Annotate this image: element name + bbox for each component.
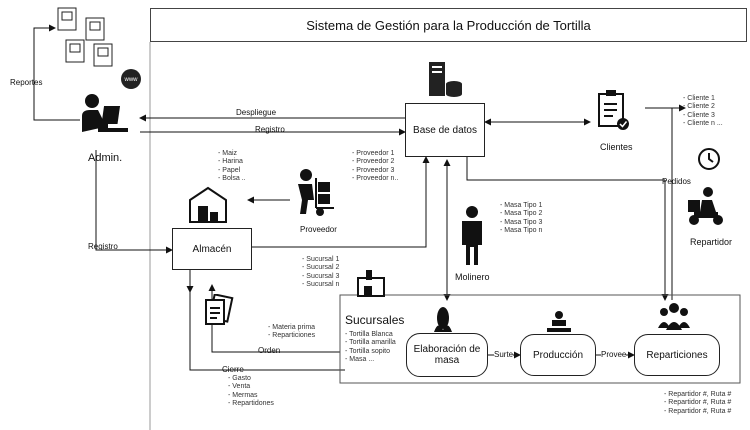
edge-label-registro-left: Registro (88, 242, 118, 251)
list-item: - Cliente n ... (683, 120, 723, 128)
node-reparticiones: Reparticiones (634, 334, 720, 376)
people-group-icon (658, 302, 690, 332)
corn-icon (432, 304, 454, 334)
list-item: - Tortilla sopito (345, 347, 391, 355)
node-clientes-label: Clientes (600, 142, 633, 152)
list-item: - Sucursal 1 (302, 256, 340, 263)
masas-list: - Masa Tipo 1 - Masa Tipo 2 - Masa Tipo … (500, 202, 542, 236)
node-elaboracion-label-2: masa (434, 355, 460, 366)
edge-label-pedidos: Pedidos (662, 177, 691, 186)
node-repartidor-label: Repartidor (690, 237, 733, 247)
list-item: - Proveedor n.. (352, 175, 399, 183)
diagram-title: Sistema de Gestión para la Producción de… (306, 17, 591, 33)
list-item: - Venta (228, 383, 251, 391)
list-item: - Repartidones (228, 400, 274, 408)
list-item: - Sucursal n (302, 281, 340, 289)
database-server-icon (427, 60, 463, 100)
node-proveedor-label: Proveedor (300, 225, 337, 234)
list-item: - Materia prima (268, 324, 316, 331)
tortillas-list: - Tortilla Blanca - Tortilla amarilla - … (345, 331, 396, 365)
materia-list: - Materia prima - Reparticiones (268, 324, 315, 341)
list-item: - Masa Tipo 2 (500, 210, 543, 218)
list-item: - Proveedor 2 (352, 158, 395, 166)
list-item: - Proveedor 3 (352, 166, 395, 174)
list-item: - Cliente 2 (683, 103, 715, 111)
list-item: - Mermas (228, 391, 258, 399)
node-molinero-label: Molinero (455, 272, 490, 282)
admin-computer-user-icon (78, 92, 128, 138)
title-bar: Sistema de Gestión para la Producción de… (150, 8, 747, 42)
list-item: - Bolsa .. (218, 175, 246, 183)
cierre-list: - Gasto - Venta - Mermas - Repartidones (228, 375, 274, 409)
edge-label-provee: Provee (601, 350, 627, 360)
clipboard-check-icon (595, 88, 631, 132)
clock-icon (697, 147, 721, 171)
miller-worker-icon (458, 205, 486, 267)
list-item: - Masa Tipo 1 (500, 202, 543, 209)
www-globe-icon: www (120, 68, 142, 90)
edge-label-surte: Surte (494, 350, 514, 360)
list-item: - Masa ... (345, 356, 375, 364)
report-documents-icon (52, 6, 122, 68)
list-item: - Proveedor 1 (352, 150, 395, 157)
store-building-icon (356, 268, 386, 298)
list-item: - Papel (218, 166, 241, 174)
list-item: - Repartidor #, Ruta # (664, 391, 732, 398)
node-almacen-label: Almacén (192, 243, 232, 255)
insumos-list: - Maiz - Harina - Papel - Bolsa .. (218, 150, 246, 184)
list-item: - Tortilla amarilla (345, 339, 396, 347)
list-item: - Masa Tipo 3 (500, 218, 543, 226)
list-item: - Sucursal 2 (302, 264, 340, 272)
repartidores-list: - Repartidor #, Ruta # - Repartidor #, R… (664, 391, 731, 416)
document-icon (204, 293, 234, 326)
node-elaboracion-label-1: Elaboración de (413, 344, 481, 355)
production-worker-icon (546, 310, 572, 334)
list-item: - Sucursal 3 (302, 272, 340, 280)
list-item: - Tortilla Blanca (345, 331, 393, 338)
list-item: - Repartidor #, Ruta # (664, 407, 732, 415)
node-admin-label: Admin. (88, 152, 123, 164)
node-base-label: Base de datos (413, 124, 477, 136)
list-item: - Maiz (218, 150, 238, 157)
node-elaboracion-masa: Elaboración de masa (406, 333, 488, 377)
list-item: - Harina (218, 158, 243, 166)
list-item: - Reparticiones (268, 332, 316, 340)
list-item: - Cliente 1 (683, 95, 715, 102)
node-reparticiones-label: Reparticiones (646, 349, 708, 361)
hand-truck-supplier-icon (292, 168, 342, 218)
warehouse-icon (188, 186, 228, 224)
sucursales-list: - Sucursal 1 - Sucursal 2 - Sucursal 3 -… (302, 256, 339, 290)
list-item: - Gasto (228, 375, 251, 382)
node-produccion: Producción (520, 334, 596, 376)
proveedores-list: - Proveedor 1 - Proveedor 2 - Proveedor … (352, 150, 398, 184)
edge-label-despliegue: Despliegue (236, 108, 277, 117)
node-produccion-label: Producción (532, 349, 584, 361)
list-item: - Cliente 3 (683, 111, 715, 119)
list-item: - Masa Tipo n (500, 227, 543, 235)
node-sucursales-label: Sucursales (345, 313, 405, 327)
svg-text:www: www (124, 77, 139, 83)
edge-label-orden: Orden (258, 346, 281, 355)
node-base-de-datos: Base de datos (405, 103, 485, 157)
node-almacen: Almacén (172, 228, 252, 270)
edge-label-registro-top: Registro (255, 125, 285, 134)
clientes-list: - Cliente 1 - Cliente 2 - Cliente 3 - Cl… (683, 95, 723, 129)
delivery-scooter-icon (686, 186, 726, 228)
edge-label-cierre: Cierre (222, 365, 244, 374)
edge-label-reportes: Reportes (10, 78, 43, 87)
list-item: - Repartidor #, Ruta # (664, 399, 732, 407)
